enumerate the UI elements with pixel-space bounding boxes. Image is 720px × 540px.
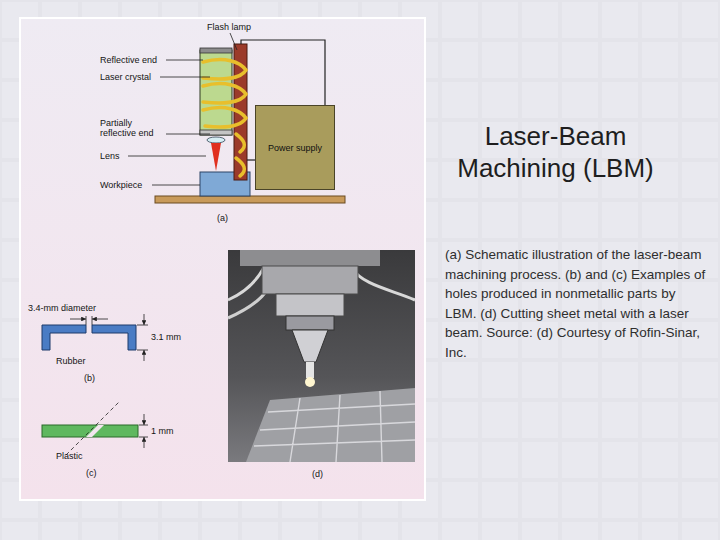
- label-holder: 3.1 mm: [151, 332, 181, 342]
- laser-schematic: [128, 33, 345, 203]
- part-label: Workpiece: [100, 180, 142, 190]
- label-holder: Laser crystal: [100, 72, 151, 82]
- part-label: (b): [84, 373, 95, 383]
- laser-cutting-photo: [228, 250, 415, 462]
- label-holder: (c): [86, 468, 97, 478]
- label-holder: (d): [312, 469, 323, 479]
- part-label: 1 mm: [151, 426, 174, 436]
- figure-panel: [20, 18, 425, 500]
- label-holder: Rubber: [56, 356, 86, 366]
- label-holder: 3.4-mm diameter: [28, 303, 96, 313]
- label-holder: Reflective end: [100, 55, 157, 65]
- part-label: Rubber: [56, 356, 86, 366]
- label-holder: Partially reflective end: [100, 118, 166, 139]
- slide-title: Laser-Beam Machining (LBM): [448, 120, 663, 184]
- part-label: Lens: [100, 151, 120, 161]
- label-holder: Lens: [100, 151, 120, 161]
- label-holder: Workpiece: [100, 180, 142, 190]
- plastic-part: [42, 401, 148, 455]
- part-label: 3.1 mm: [151, 332, 181, 342]
- figure-caption: (a) Schematic illustration of the laser-…: [445, 245, 707, 362]
- caption-holder: (a) Schematic illustration of the laser-…: [445, 245, 707, 362]
- part-label: Partially reflective end: [100, 118, 166, 139]
- part-label: Reflective end: [100, 55, 157, 65]
- label-holder: Plastic: [56, 451, 83, 461]
- rubber-part: [42, 314, 148, 361]
- part-label: Laser crystal: [100, 72, 151, 82]
- label-holder: (a): [217, 213, 228, 223]
- part-label: 3.4-mm diameter: [28, 303, 96, 313]
- label-holder: (b): [84, 373, 95, 383]
- part-label: (c): [86, 468, 97, 478]
- title-holder: Laser-Beam Machining (LBM): [448, 120, 663, 184]
- box-label: Power supply: [268, 143, 322, 153]
- label-holder: 1 mm: [151, 426, 174, 436]
- power-supply-box: Power supply: [255, 105, 335, 190]
- part-label: Plastic: [56, 451, 83, 461]
- part-label: (d): [312, 469, 323, 479]
- part-label: Flash lamp: [207, 22, 251, 32]
- part-label: (a): [217, 213, 228, 223]
- label-holder: Flash lamp: [207, 22, 251, 32]
